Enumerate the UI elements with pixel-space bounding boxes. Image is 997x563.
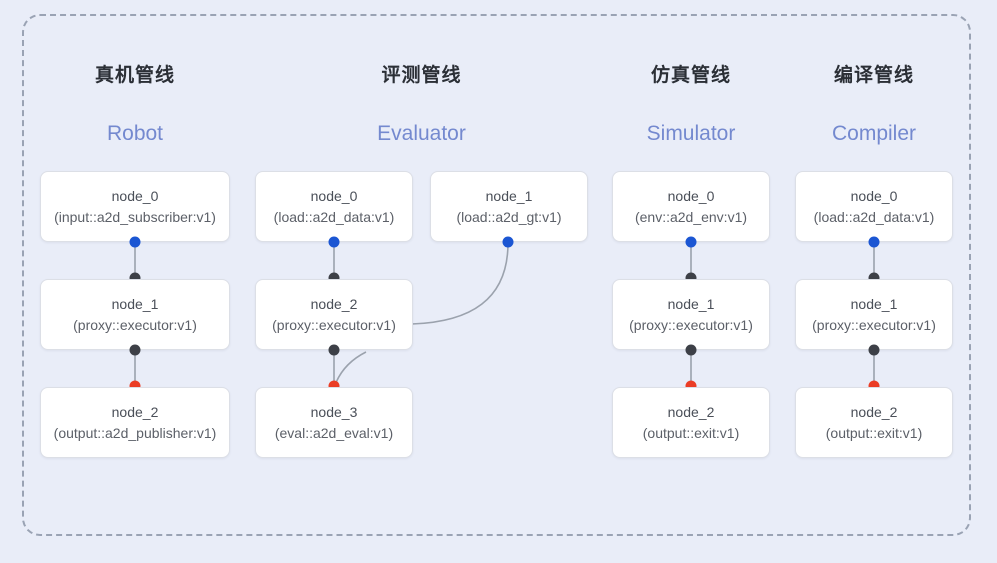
node-evaluator-1[interactable]: node_1 (load::a2d_gt:v1) bbox=[430, 171, 588, 242]
node-type: (proxy::executor:v1) bbox=[272, 316, 396, 333]
node-name: node_2 bbox=[667, 403, 715, 420]
port-input-compiler-0 bbox=[868, 236, 880, 248]
node-name: node_3 bbox=[310, 403, 358, 420]
port-middle-evaluator-2-top bbox=[328, 272, 340, 284]
port-output-robot-2 bbox=[129, 380, 141, 392]
node-compiler-1[interactable]: node_1 (proxy::executor:v1) bbox=[795, 279, 953, 350]
node-type: (output::a2d_publisher:v1) bbox=[53, 424, 217, 441]
node-name: node_0 bbox=[667, 187, 715, 204]
node-type: (proxy::executor:v1) bbox=[629, 316, 753, 333]
port-output-evaluator-3 bbox=[328, 380, 340, 392]
node-simulator-1[interactable]: node_1 (proxy::executor:v1) bbox=[612, 279, 770, 350]
node-name: node_2 bbox=[310, 295, 358, 312]
node-type: (load::a2d_data:v1) bbox=[813, 208, 935, 225]
port-output-simulator-2 bbox=[685, 380, 697, 392]
node-evaluator-2[interactable]: node_2 (proxy::executor:v1) bbox=[255, 279, 413, 350]
port-input-evaluator-0 bbox=[328, 236, 340, 248]
node-name: node_2 bbox=[850, 403, 898, 420]
node-type: (output::exit:v1) bbox=[825, 424, 923, 441]
node-name: node_1 bbox=[850, 295, 898, 312]
port-middle-simulator-1-bottom bbox=[685, 344, 697, 356]
node-name: node_1 bbox=[111, 295, 159, 312]
port-input-evaluator-1 bbox=[502, 236, 514, 248]
node-type: (output::exit:v1) bbox=[642, 424, 740, 441]
node-type: (load::a2d_gt:v1) bbox=[456, 208, 562, 225]
port-middle-evaluator-2-bottom bbox=[328, 344, 340, 356]
node-name: node_0 bbox=[111, 187, 159, 204]
node-name: node_1 bbox=[667, 295, 715, 312]
port-input-simulator-0 bbox=[685, 236, 697, 248]
port-middle-robot-1-top bbox=[129, 272, 141, 284]
node-compiler-0[interactable]: node_0 (load::a2d_data:v1) bbox=[795, 171, 953, 242]
node-type: (env::a2d_env:v1) bbox=[634, 208, 748, 225]
node-type: (proxy::executor:v1) bbox=[73, 316, 197, 333]
node-robot-2[interactable]: node_2 (output::a2d_publisher:v1) bbox=[40, 387, 230, 458]
node-type: (input::a2d_subscriber:v1) bbox=[54, 208, 216, 225]
node-type: (load::a2d_data:v1) bbox=[273, 208, 395, 225]
node-simulator-0[interactable]: node_0 (env::a2d_env:v1) bbox=[612, 171, 770, 242]
node-evaluator-0[interactable]: node_0 (load::a2d_data:v1) bbox=[255, 171, 413, 242]
port-input-robot-0 bbox=[129, 236, 141, 248]
node-evaluator-3[interactable]: node_3 (eval::a2d_eval:v1) bbox=[255, 387, 413, 458]
node-name: node_2 bbox=[111, 403, 159, 420]
port-middle-simulator-1-top bbox=[685, 272, 697, 284]
port-middle-compiler-1-top bbox=[868, 272, 880, 284]
node-type: (eval::a2d_eval:v1) bbox=[274, 424, 394, 441]
node-type: (proxy::executor:v1) bbox=[812, 316, 936, 333]
port-middle-compiler-1-bottom bbox=[868, 344, 880, 356]
port-middle-robot-1-bottom bbox=[129, 344, 141, 356]
node-robot-1[interactable]: node_1 (proxy::executor:v1) bbox=[40, 279, 230, 350]
node-name: node_1 bbox=[485, 187, 533, 204]
port-output-compiler-2 bbox=[868, 380, 880, 392]
node-name: node_0 bbox=[310, 187, 358, 204]
node-robot-0[interactable]: node_0 (input::a2d_subscriber:v1) bbox=[40, 171, 230, 242]
node-simulator-2[interactable]: node_2 (output::exit:v1) bbox=[612, 387, 770, 458]
node-name: node_0 bbox=[850, 187, 898, 204]
node-compiler-2[interactable]: node_2 (output::exit:v1) bbox=[795, 387, 953, 458]
